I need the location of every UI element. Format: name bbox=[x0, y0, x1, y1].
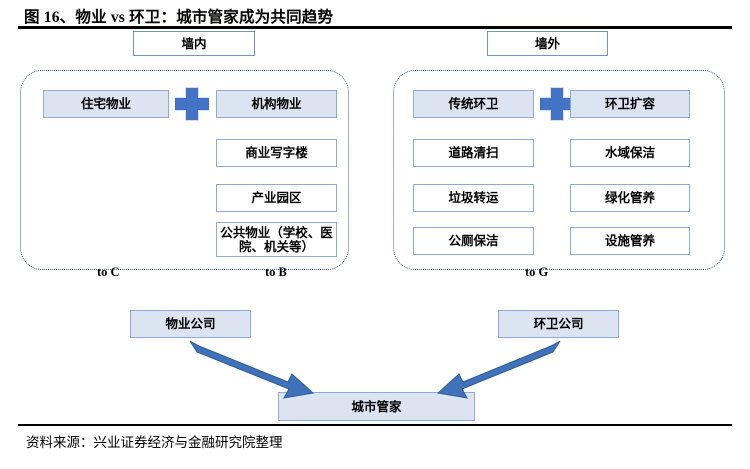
box-sanitation-expansion: 环卫扩容 bbox=[570, 90, 690, 118]
box-industrial-park: 产业园区 bbox=[216, 184, 337, 212]
box-public-toilet-cleaning: 公厕保洁 bbox=[413, 227, 534, 255]
plus-icon-left bbox=[175, 87, 209, 121]
box-facility-maintenance: 设施管养 bbox=[570, 227, 690, 255]
box-garbage-transfer: 垃圾转运 bbox=[413, 184, 534, 212]
header-box-outside-wall: 墙外 bbox=[487, 31, 608, 56]
label-to-b: to B bbox=[265, 265, 287, 279]
footer-divider bbox=[18, 424, 732, 426]
header-box-inside-wall: 墙内 bbox=[133, 31, 255, 56]
label-to-g: to G bbox=[525, 265, 549, 279]
box-property-company: 物业公司 bbox=[130, 310, 251, 338]
arrow-down-right-icon bbox=[189, 340, 315, 399]
box-traditional-sanitation: 传统环卫 bbox=[413, 90, 534, 118]
box-greening-maintenance: 绿化管养 bbox=[570, 184, 690, 212]
box-sanitation-company: 环卫公司 bbox=[498, 310, 619, 338]
arrow-down-left-icon bbox=[436, 340, 561, 399]
page-title: 图 16、物业 vs 环卫：城市管家成为共同趋势 bbox=[24, 9, 334, 26]
label-to-c: to C bbox=[97, 265, 120, 279]
left-panel-inside-wall bbox=[20, 70, 349, 270]
title-divider bbox=[18, 26, 732, 29]
box-commercial-office: 商业写字楼 bbox=[216, 139, 337, 167]
box-institutional-property: 机构物业 bbox=[216, 90, 337, 118]
box-public-property: 公共物业（学校、医院、机关等） bbox=[216, 222, 337, 257]
source-note: 资料来源：兴业证券经济与金融研究院整理 bbox=[26, 435, 283, 450]
box-city-steward: 城市管家 bbox=[278, 392, 475, 421]
box-residential-property: 住宅物业 bbox=[43, 90, 169, 118]
box-water-area-cleaning: 水域保洁 bbox=[570, 139, 690, 167]
box-road-sweeping: 道路清扫 bbox=[413, 139, 534, 167]
right-panel-outside-wall bbox=[393, 70, 725, 270]
plus-icon-right bbox=[540, 87, 574, 121]
